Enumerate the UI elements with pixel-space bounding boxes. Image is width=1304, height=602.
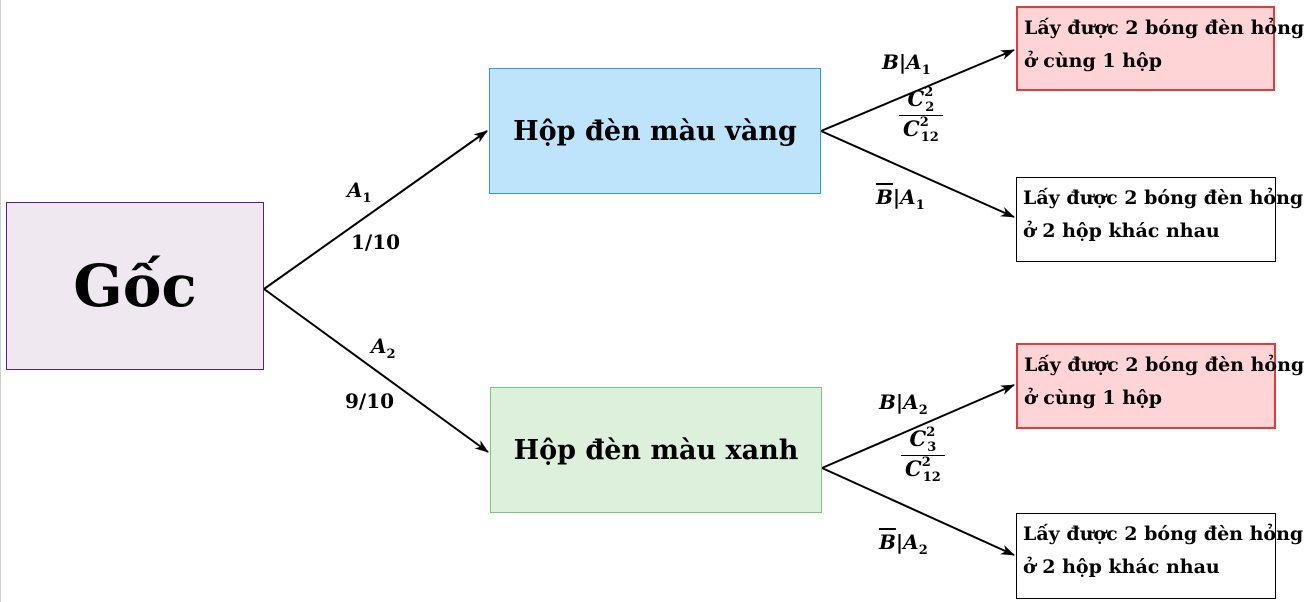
prob-label-a1: 1/10 bbox=[351, 230, 401, 254]
fraction-green-denominator: C212 bbox=[901, 455, 945, 485]
fraction-green-numerator: C23 bbox=[909, 425, 937, 456]
edge-root-yellow bbox=[263, 130, 488, 290]
edge-green-leaf3 bbox=[821, 384, 1015, 469]
edge-green-leaf4 bbox=[821, 467, 1015, 556]
edge-yellow-leaf2 bbox=[820, 130, 1015, 218]
leaf-line1: Lấy được 2 bóng đèn hỏng bbox=[1023, 523, 1304, 545]
fraction-yellow-denominator: C212 bbox=[899, 115, 943, 145]
yellow-box-label: Hộp đèn màu vàng bbox=[513, 115, 797, 147]
leaf-line2: ở 2 hộp khác nhau bbox=[1023, 220, 1220, 242]
leaf-line1: Lấy được 2 bóng đèn hỏng bbox=[1023, 187, 1304, 209]
leaf-line2: ở cùng 1 hộp bbox=[1024, 387, 1162, 409]
edge-yellow-leaf1 bbox=[820, 49, 1015, 132]
cond-label-notb-a1: B|A1 bbox=[876, 185, 925, 213]
green-box-node: Hộp đèn màu xanh bbox=[490, 387, 822, 513]
leaf-line2: ở 2 hộp khác nhau bbox=[1023, 556, 1220, 578]
leaf-diff-box-green: Lấy được 2 bóng đèn hỏng ở 2 hộp khác nh… bbox=[1016, 513, 1304, 599]
fraction-green: C23 C212 bbox=[901, 425, 945, 485]
leaf-line1: Lấy được 2 bóng đèn hỏng bbox=[1024, 354, 1304, 376]
leaf-same-box-yellow: Lấy được 2 bóng đèn hỏng ở cùng 1 hộp bbox=[1016, 6, 1304, 91]
root-label: Gốc bbox=[73, 252, 197, 320]
fraction-yellow: C22 C212 bbox=[899, 85, 943, 145]
edge-root-green bbox=[263, 288, 489, 453]
leaf-line2: ở cùng 1 hộp bbox=[1024, 50, 1162, 72]
green-box-label: Hộp đèn màu xanh bbox=[513, 434, 799, 466]
prob-label-a2: 9/10 bbox=[345, 389, 395, 413]
event-label-a2: A2 bbox=[371, 334, 396, 362]
fraction-yellow-numerator: C22 bbox=[907, 85, 935, 116]
cond-label-b-a2: B|A2 bbox=[879, 390, 928, 418]
leaf-line1: Lấy được 2 bóng đèn hỏng bbox=[1024, 17, 1304, 39]
root-node: Gốc bbox=[6, 202, 264, 370]
cond-label-b-a1: B|A1 bbox=[882, 50, 931, 78]
leaf-diff-box-yellow: Lấy được 2 bóng đèn hỏng ở 2 hộp khác nh… bbox=[1016, 177, 1304, 262]
yellow-box-node: Hộp đèn màu vàng bbox=[489, 68, 821, 194]
event-label-a1: A1 bbox=[347, 178, 372, 206]
cond-label-notb-a2: B|A2 bbox=[879, 530, 928, 558]
leaf-same-box-green: Lấy được 2 bóng đèn hỏng ở cùng 1 hộp bbox=[1016, 343, 1304, 429]
